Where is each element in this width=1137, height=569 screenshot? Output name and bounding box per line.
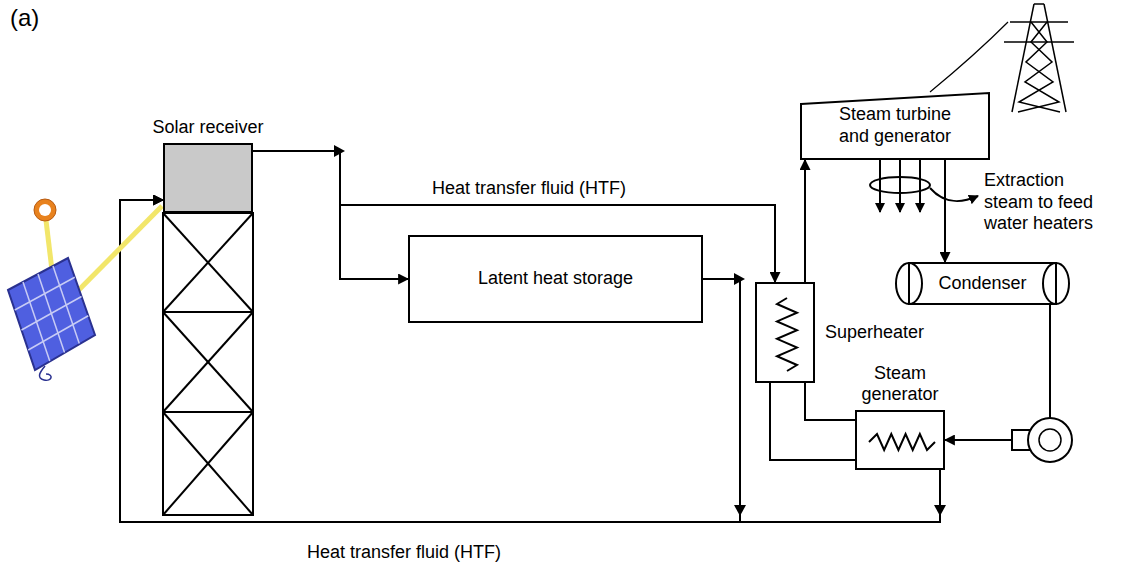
tower-strut <box>163 411 253 413</box>
turbine-generator: Steam turbine and generator <box>800 92 990 160</box>
pump-casing <box>1028 418 1072 462</box>
condenser-plate <box>908 264 910 303</box>
power-line <box>930 22 1008 92</box>
feed-pump <box>1012 418 1072 462</box>
extraction-ring <box>870 177 930 193</box>
flow-line <box>804 160 806 282</box>
tower-lattice <box>1019 22 1060 112</box>
flow-label: Heat transfer fluid (HTF) <box>305 542 503 564</box>
condenser-plate <box>1055 264 1057 303</box>
node-outline <box>757 284 817 385</box>
tower-lattice <box>1018 22 1059 112</box>
flow-line <box>253 151 775 282</box>
sun-disc <box>34 199 56 221</box>
receiver-tower <box>163 213 253 515</box>
extraction-arrow <box>919 160 921 212</box>
storage-box: Latent heat storage <box>408 235 703 323</box>
node-outline <box>857 412 947 472</box>
steam-generator-box: Steam generator <box>855 410 945 470</box>
tower-frame <box>163 213 253 515</box>
node-label: Latent heat storage <box>478 268 633 290</box>
transmission-tower <box>1004 4 1074 112</box>
node-label: Solar receiver <box>128 117 288 139</box>
extraction-leader <box>930 188 978 201</box>
flow-arrow <box>934 505 946 516</box>
heater-coil <box>869 434 935 450</box>
flow-line <box>944 160 946 262</box>
extraction-symbol <box>870 160 978 212</box>
panel-grid <box>15 266 89 361</box>
sun-symbol <box>34 199 56 221</box>
sun-core <box>39 204 51 216</box>
flow-arrow <box>734 273 745 285</box>
tower-brace <box>163 213 253 312</box>
solar-receiver: Solar receiver <box>163 143 253 213</box>
node-label: Condenser <box>938 273 1026 295</box>
condenser-head <box>1043 263 1069 304</box>
tower-strut <box>163 311 253 313</box>
condenser-box: Condenser <box>895 262 1070 305</box>
node-label: Steam generator <box>850 363 950 406</box>
flow-line <box>253 151 408 279</box>
flow-line <box>120 200 740 522</box>
flow-arrows <box>334 145 946 516</box>
tower-brace <box>163 213 253 312</box>
condenser-shell <box>909 263 1056 304</box>
flow-arrow <box>734 505 746 516</box>
heliostat-panel <box>8 258 95 380</box>
flow-arrow <box>334 145 345 157</box>
node-label: Superheater <box>825 322 924 344</box>
cross-arm <box>1004 41 1074 43</box>
tower-brace <box>163 312 253 412</box>
tower-top <box>1034 3 1044 5</box>
flow-label: Heat transfer fluid (HTF) <box>430 178 628 200</box>
condenser-head <box>896 263 922 304</box>
flow-line <box>805 383 855 420</box>
heater-coil <box>777 298 797 371</box>
node-label: Steam turbine and generator <box>829 104 961 147</box>
cross-arm <box>1010 21 1068 23</box>
superheater-box: Superheater <box>755 282 815 383</box>
note-text: Extraction steam to feed water heaters <box>984 170 1108 235</box>
panel-mount <box>39 366 51 380</box>
turbine-outline <box>801 93 989 159</box>
flow-line <box>120 200 940 522</box>
flow-line <box>770 383 855 460</box>
panel-surface <box>8 258 95 370</box>
pump-impeller <box>1039 429 1061 451</box>
tower-brace <box>163 412 253 515</box>
tower-brace <box>163 312 253 412</box>
panel-letter: (a) <box>10 4 39 33</box>
tower-brace <box>163 412 253 515</box>
extraction-arrow <box>899 160 901 212</box>
extraction-arrow <box>879 160 881 212</box>
grid-line <box>28 316 88 350</box>
flow-line <box>945 305 1050 440</box>
